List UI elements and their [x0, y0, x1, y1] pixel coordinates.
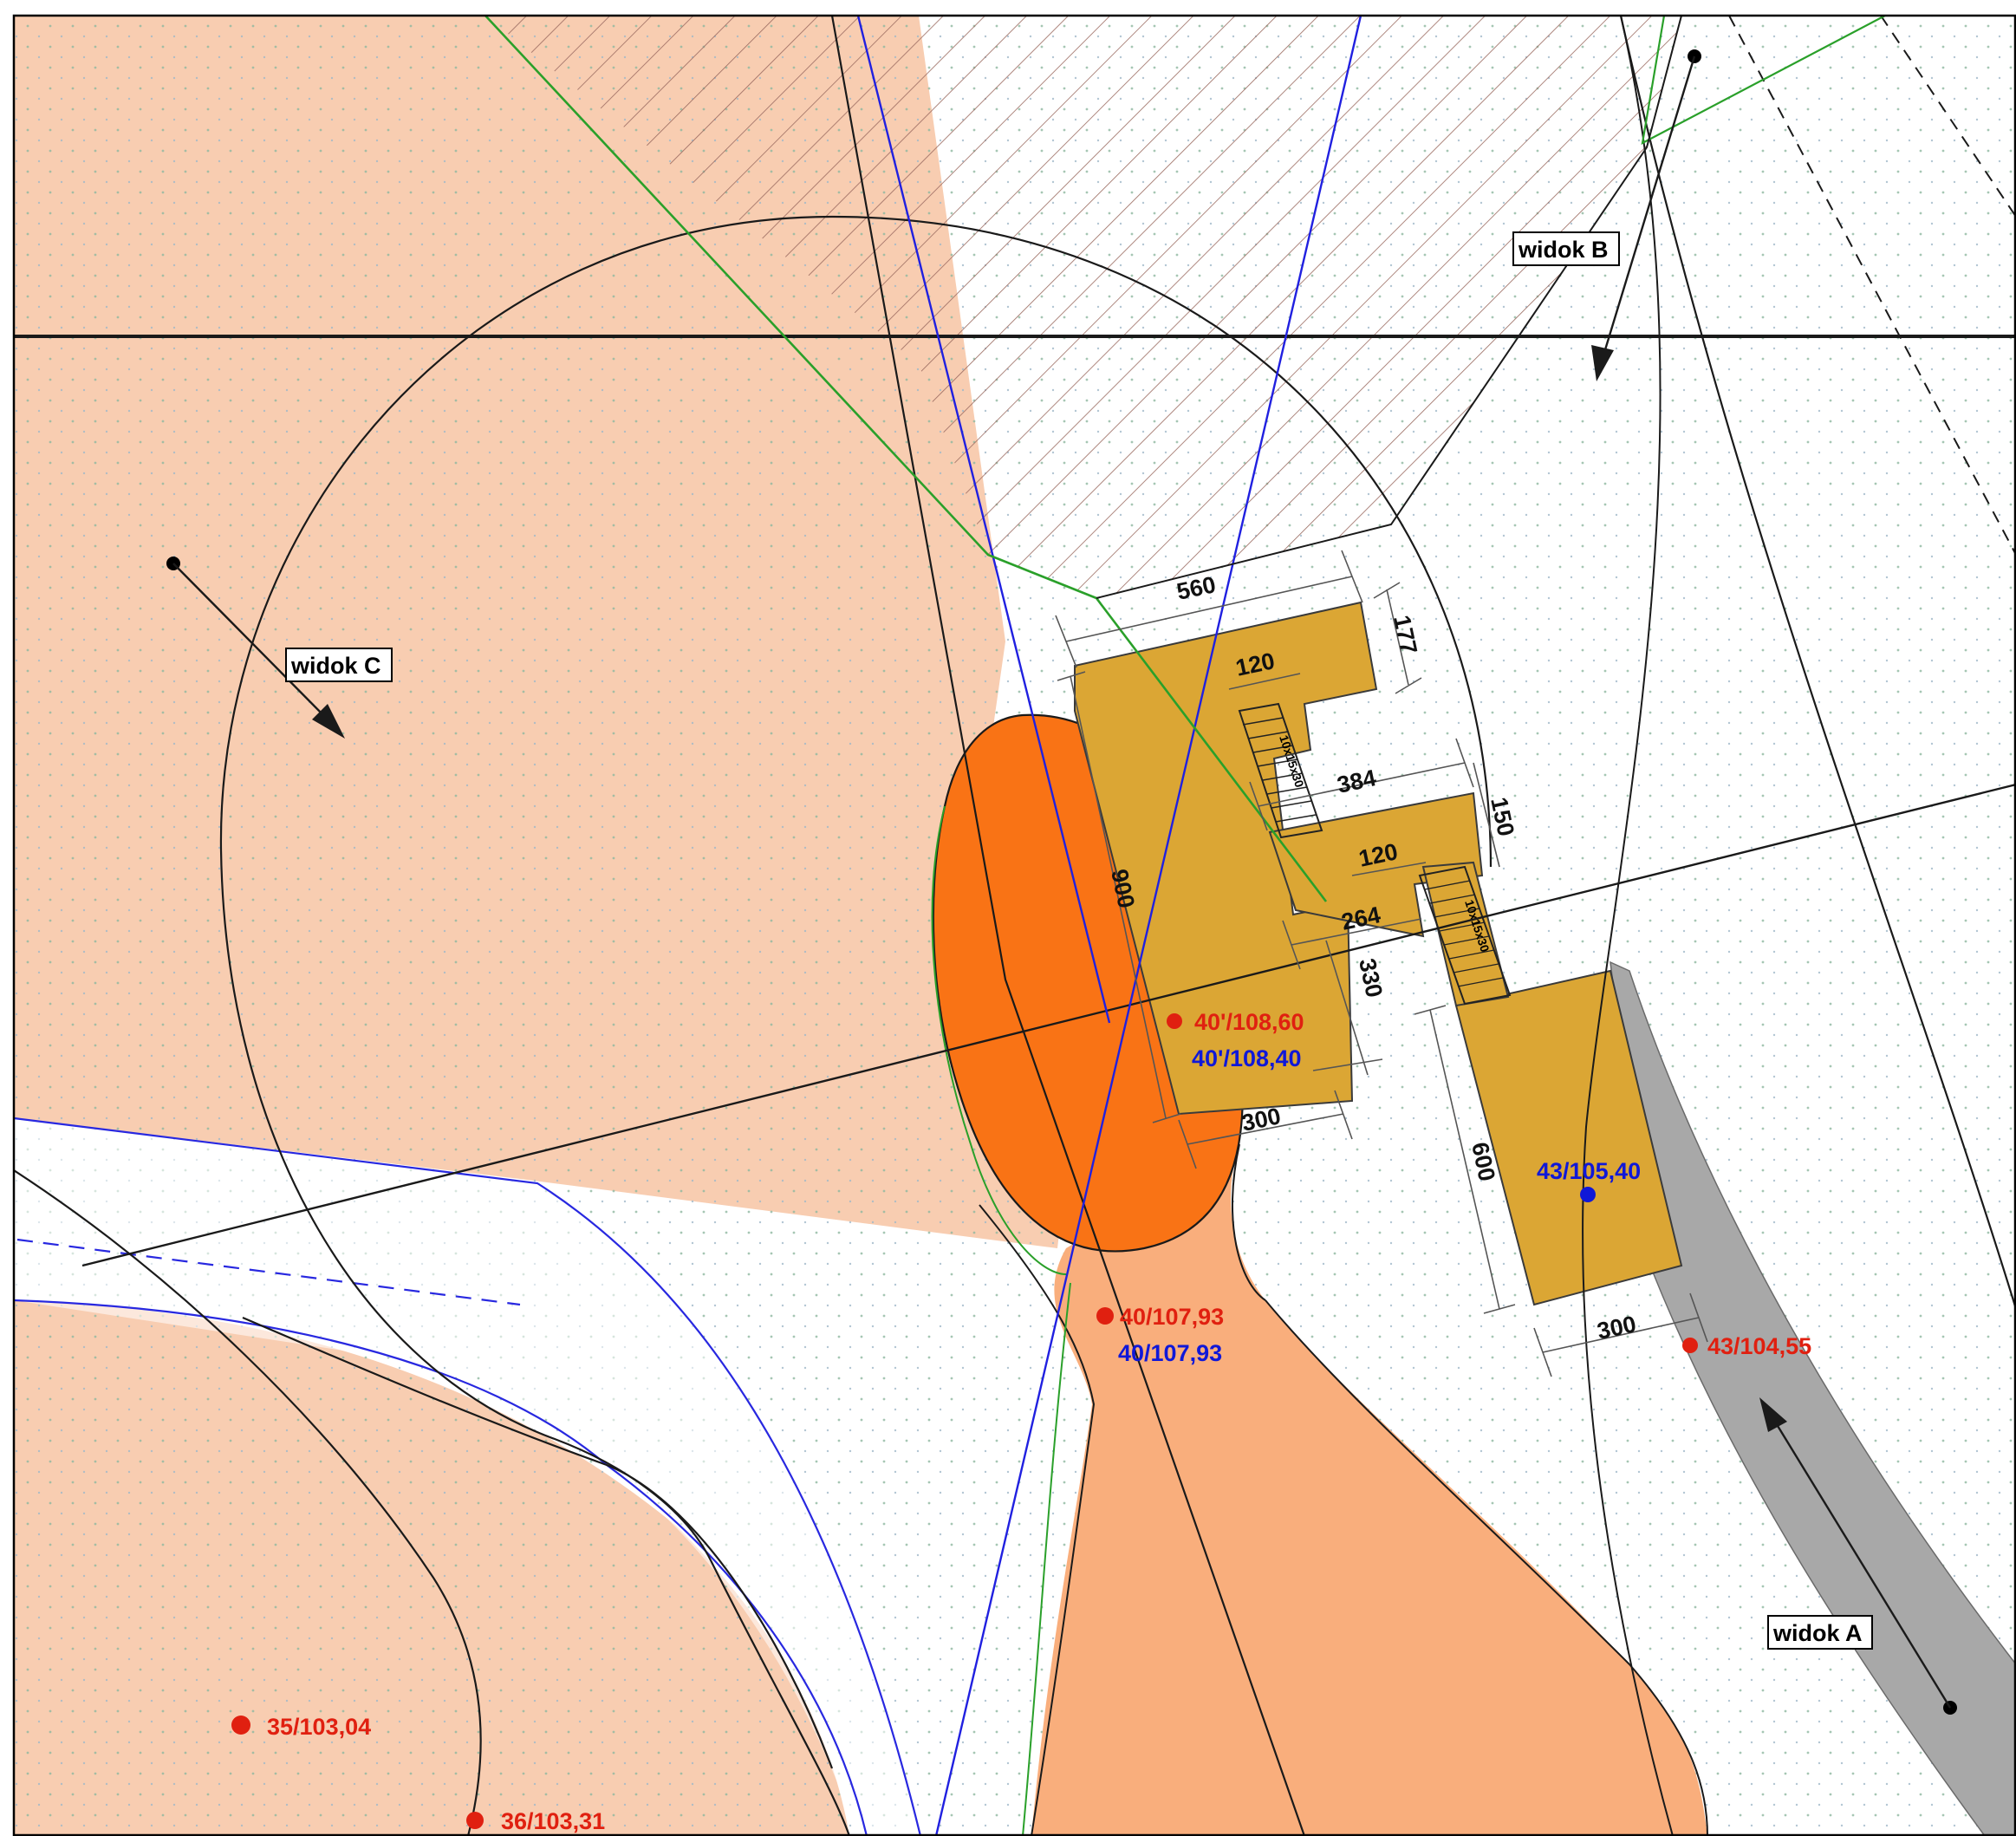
level-red-35-103-04: 35/103,04 — [267, 1714, 371, 1740]
plan-frame — [12, 14, 2016, 1836]
platform-neck-right — [1231, 1143, 1266, 1301]
green-line-top-right — [1641, 16, 1886, 146]
green-line-lower — [1022, 1282, 1071, 1836]
level-blue-43-105-40: 43/105,40 — [1537, 1158, 1641, 1184]
platform-neck-left — [979, 1204, 1096, 1836]
hatched-zone — [485, 16, 1681, 598]
green-boundary-line — [484, 16, 1328, 902]
building-lower-block — [1454, 969, 1683, 1306]
level-red-40-107-93: 40/107,93 — [1120, 1304, 1224, 1330]
dashed-boundary-right — [1728, 16, 2016, 556]
level-red-43-104-55: 43/104,55 — [1707, 1333, 1811, 1359]
orange-path-edge-right — [1265, 1299, 1708, 1836]
stream-band — [14, 1118, 919, 1836]
contour-arc-mid — [1582, 16, 1674, 1836]
contour-line-lower — [242, 1316, 834, 1769]
view-arrow-b — [1591, 49, 1701, 381]
level-dot-red-36-103-31 — [466, 1812, 484, 1829]
building-middle-block — [1268, 791, 1484, 938]
contour-big-arc-right — [1619, 16, 2016, 1310]
view-arrow-c — [166, 557, 345, 739]
view-label-a: widok A — [1767, 1615, 1873, 1650]
hatched-zone-edge — [1096, 16, 1682, 599]
level-dot-red-43-104-55 — [1682, 1338, 1698, 1353]
section-line-diagonal — [81, 783, 2016, 1267]
blue-line-steep-left — [856, 16, 1111, 1024]
view-arrow-a — [1759, 1397, 1957, 1715]
level-red-40-108-60: 40'/108,60 — [1194, 1009, 1304, 1035]
stream-axis-dashed — [16, 1238, 521, 1306]
platform-green-outline — [931, 805, 1067, 1275]
level-blue-40-108-40: 40'/108,40 — [1192, 1045, 1302, 1071]
stream-edge-lower — [14, 1299, 868, 1836]
level-dot-red-40-107-93 — [1096, 1307, 1114, 1325]
view-label-b: widok B — [1512, 231, 1620, 266]
level-blue-40-107-93: 40/107,93 — [1118, 1340, 1222, 1366]
view-label-b-text: widok B — [1518, 237, 1609, 263]
level-red-36-103-31: 36/103,31 — [501, 1808, 605, 1834]
level-dot-red-35-103-04 — [231, 1716, 250, 1735]
contour-line-left — [14, 1169, 482, 1836]
zone-circle — [219, 215, 1492, 1836]
level-dot-blue-43-105-40 — [1580, 1187, 1596, 1202]
level-dot-red-40-108-60 — [1167, 1013, 1182, 1029]
orange-path — [1031, 1144, 1707, 1836]
view-label-a-text: widok A — [1772, 1620, 1863, 1646]
view-label-c: widok C — [285, 648, 393, 682]
blue-line-steep-right — [934, 16, 1362, 1836]
view-label-c-text: widok C — [290, 653, 381, 679]
dimension-lines — [1055, 550, 1708, 1377]
stream-edge-upper — [14, 1117, 922, 1836]
building-connector — [1421, 861, 1510, 1007]
